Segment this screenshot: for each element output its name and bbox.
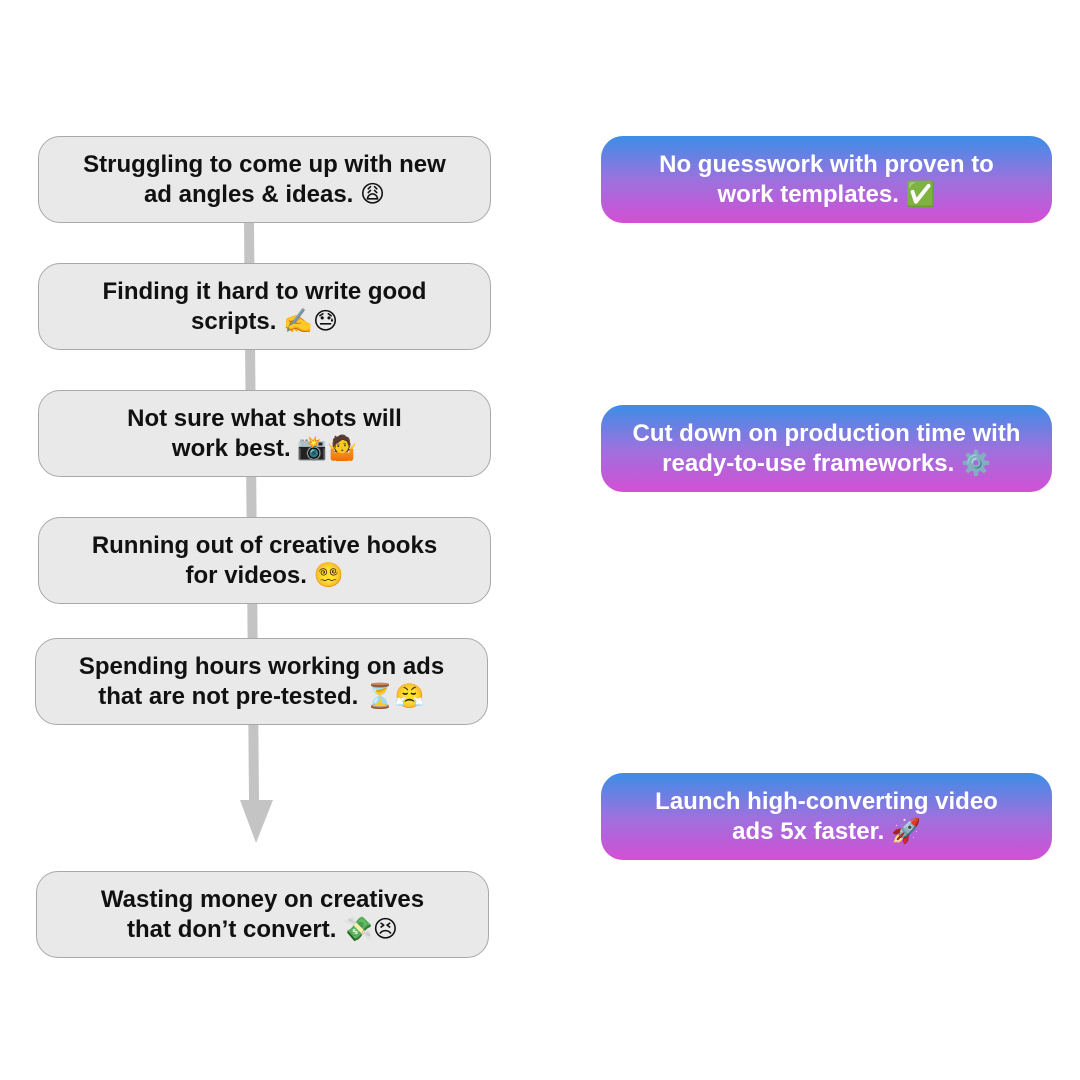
pain-point-line-2: work best. 📸🤷 — [171, 434, 358, 462]
pain-point-line-2: that don’t convert. 💸😣 — [127, 915, 398, 943]
pain-point-line-2: that are not pre-tested. ⏳😤 — [98, 682, 425, 710]
pain-point-line-2: scripts. ✍️😓 — [191, 307, 338, 335]
pain-point-box-1: Struggling to come up with new ad angles… — [38, 136, 491, 223]
pain-point-line-1: Wasting money on creatives — [100, 885, 425, 913]
solution-line-1: Launch high-converting video — [655, 787, 998, 815]
solution-line-2: ads 5x faster. 🚀 — [732, 817, 921, 845]
pain-point-box-4: Running out of creative hooks for videos… — [38, 517, 491, 604]
pain-point-line-2: for videos. 😵‍💫 — [185, 561, 344, 589]
pain-point-box-5: Spending hours working on ads that are n… — [35, 638, 488, 725]
solution-line-1: No guesswork with proven to — [659, 150, 994, 178]
solution-box-3: Launch high-converting video ads 5x fast… — [601, 773, 1052, 860]
down-arrow-icon — [240, 800, 273, 843]
solution-line-1: Cut down on production time with — [632, 419, 1021, 447]
solution-box-2: Cut down on production time with ready-t… — [601, 405, 1052, 492]
pain-point-line-1: Spending hours working on ads — [78, 652, 445, 680]
pain-point-line-1: Not sure what shots will — [127, 404, 402, 432]
pain-point-line-2: ad angles & ideas. 😩 — [143, 180, 386, 208]
pain-point-line-1: Running out of creative hooks — [91, 531, 438, 559]
pain-point-line-1: Finding it hard to write good — [102, 277, 427, 305]
solution-box-1: No guesswork with proven to work templat… — [601, 136, 1052, 223]
solution-line-2: ready-to-use frameworks. ⚙️ — [662, 449, 991, 477]
pain-point-box-6: Wasting money on creatives that don’t co… — [36, 871, 489, 958]
solution-line-2: work templates. ✅ — [717, 180, 936, 208]
pain-point-box-3: Not sure what shots will work best. 📸🤷 — [38, 390, 491, 477]
pain-point-box-2: Finding it hard to write good scripts. ✍… — [38, 263, 491, 350]
pain-point-line-1: Struggling to come up with new — [83, 150, 446, 178]
